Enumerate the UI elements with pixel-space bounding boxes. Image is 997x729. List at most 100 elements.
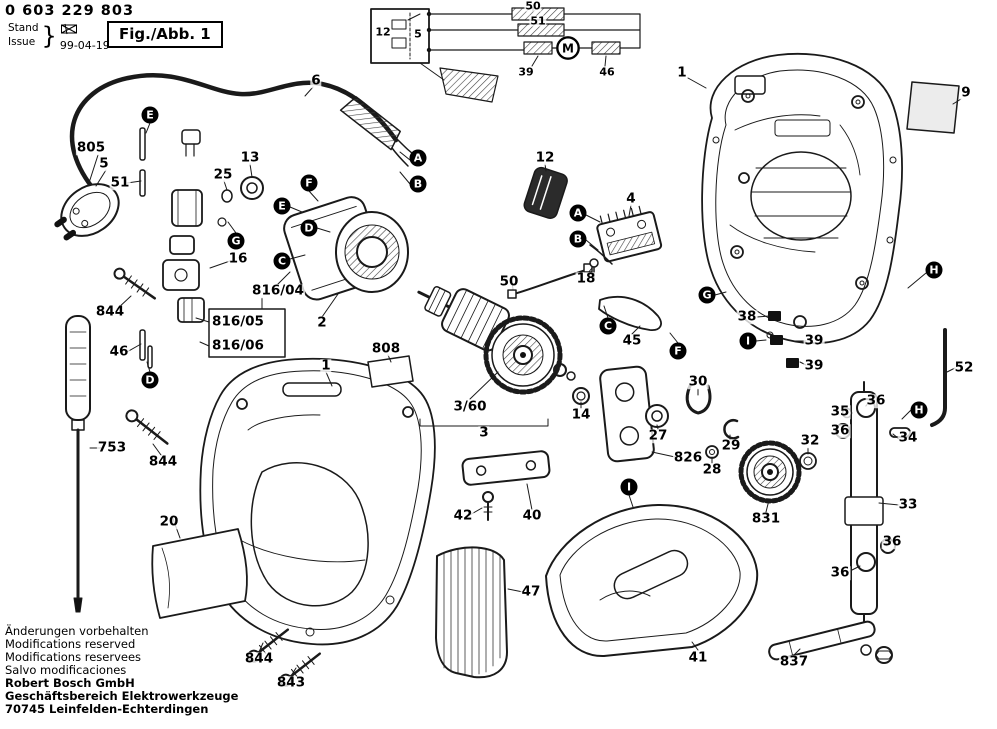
callout-I: I bbox=[739, 332, 757, 350]
part-label-28: 28 bbox=[701, 461, 723, 478]
counterbalance-module-art bbox=[572, 365, 817, 470]
company-line: Robert Bosch GmbH bbox=[5, 675, 135, 690]
screw-844-left-art bbox=[113, 267, 156, 300]
part-label-12: 12 bbox=[534, 149, 556, 166]
note-line: Modifications reserved bbox=[5, 636, 136, 651]
part-label-3: 3 bbox=[478, 424, 490, 441]
electronics-module-art bbox=[596, 205, 663, 263]
callout-E: E bbox=[141, 106, 159, 124]
part-label-14: 14 bbox=[570, 406, 592, 423]
part-label-805: 805 bbox=[75, 139, 107, 156]
switch-parts-art bbox=[139, 127, 227, 369]
callout-H: H bbox=[910, 401, 928, 419]
part-label-843: 843 bbox=[275, 674, 307, 691]
sticker-808-art bbox=[367, 355, 414, 388]
part-label-837: 837 bbox=[778, 653, 810, 670]
note-line: Salvo modificaciones bbox=[5, 662, 127, 677]
crossed-out-stamp-icon bbox=[60, 20, 78, 39]
part-label-826: 826 bbox=[672, 449, 704, 466]
gear-831-art bbox=[738, 440, 802, 504]
callout-D: D bbox=[141, 371, 159, 389]
part-label-5: 5 bbox=[98, 155, 110, 172]
insulation-sheet-art bbox=[151, 528, 248, 619]
issue-label: Issue bbox=[8, 35, 36, 48]
screw-844-mid-art bbox=[125, 409, 169, 445]
part-label-40: 40 bbox=[521, 507, 543, 524]
part-label-38: 38 bbox=[736, 308, 758, 325]
issue-date-block: Stand Issue } 99-04-19 bbox=[8, 20, 110, 51]
part-label-30: 30 bbox=[687, 373, 709, 390]
left-housing-art bbox=[199, 357, 436, 646]
part-label-3-60: 3/60 bbox=[452, 398, 488, 415]
part-label-25: 25 bbox=[212, 166, 234, 183]
group-816-box-art bbox=[195, 271, 291, 358]
note-line: Modifications reservees bbox=[5, 649, 142, 664]
part-label-36: 36 bbox=[865, 392, 887, 409]
part-label-844: 844 bbox=[147, 453, 179, 470]
part-label-1: 1 bbox=[676, 64, 688, 81]
figure-label: Fig./Abb. 1 bbox=[107, 21, 223, 48]
part-label-816-05: 816/05 bbox=[211, 313, 265, 330]
part-label-51: 51 bbox=[529, 14, 547, 28]
right-housing-art bbox=[701, 52, 903, 345]
armature-art bbox=[417, 286, 576, 395]
roller-rod-art bbox=[768, 620, 876, 661]
label-plate-art bbox=[906, 81, 960, 134]
blade-guard-art bbox=[435, 546, 508, 679]
footer-block: Änderungen vorbehalten Modifications res… bbox=[5, 625, 238, 716]
part-label-844: 844 bbox=[243, 650, 275, 667]
callout-C: C bbox=[273, 252, 291, 270]
part-label-46: 46 bbox=[108, 343, 130, 360]
callout-G: G bbox=[227, 232, 245, 250]
part-label-1: 1 bbox=[320, 357, 332, 374]
document-number: 0 603 229 803 bbox=[5, 3, 135, 19]
part-label-13: 13 bbox=[239, 149, 261, 166]
part-label-45: 45 bbox=[621, 332, 643, 349]
part-label-32: 32 bbox=[799, 432, 821, 449]
part-label-47: 47 bbox=[520, 583, 542, 600]
note-line: Änderungen vorbehalten bbox=[5, 624, 149, 638]
part-label-20: 20 bbox=[158, 513, 180, 530]
part-label-39: 39 bbox=[517, 65, 535, 79]
callout-E: E bbox=[273, 197, 291, 215]
bearing-13-art bbox=[221, 176, 264, 203]
part-label-29: 29 bbox=[720, 437, 742, 454]
part-label-50: 50 bbox=[524, 0, 542, 13]
power-cable-art bbox=[69, 72, 417, 195]
callout-D: D bbox=[300, 219, 318, 237]
rod-bolt-art bbox=[860, 644, 893, 664]
part-label-52: 52 bbox=[953, 359, 975, 376]
part-label-9: 9 bbox=[960, 84, 972, 101]
callout-A: A bbox=[569, 204, 587, 222]
part-label-816-06: 816/06 bbox=[211, 337, 265, 354]
part-label-753: 753 bbox=[96, 439, 128, 456]
part-label-41: 41 bbox=[687, 649, 709, 666]
brace-glyph: } bbox=[41, 21, 57, 50]
part-label-5: 5 bbox=[413, 27, 423, 41]
part-label-39: 39 bbox=[803, 357, 825, 374]
company-line: Geschäftsbereich Elektrowerkzeuge bbox=[5, 688, 239, 703]
part-label-33: 33 bbox=[897, 496, 919, 513]
part-label-808: 808 bbox=[370, 340, 402, 357]
part-label-12: 12 bbox=[374, 25, 392, 39]
part-label-844: 844 bbox=[94, 303, 126, 320]
part-label-27: 27 bbox=[647, 427, 669, 444]
clips-38-39-art bbox=[768, 311, 799, 368]
clamp-plate-art bbox=[461, 450, 551, 521]
part-label-36: 36 bbox=[829, 422, 851, 439]
part-label-816-04: 816/04 bbox=[251, 282, 305, 299]
part-label-36: 36 bbox=[829, 564, 851, 581]
base-plate-art bbox=[545, 503, 759, 658]
part-label-46: 46 bbox=[598, 65, 616, 79]
callout-B: B bbox=[569, 230, 587, 248]
part-label-42: 42 bbox=[452, 507, 474, 524]
hex-key-art bbox=[930, 328, 947, 427]
callout-A: A bbox=[409, 149, 427, 167]
part-label-36: 36 bbox=[881, 533, 903, 550]
part-label-2: 2 bbox=[316, 314, 328, 331]
part-label-4: 4 bbox=[625, 190, 637, 207]
motor-symbol-M: M bbox=[556, 36, 580, 60]
pressure-piece-art bbox=[523, 166, 568, 220]
